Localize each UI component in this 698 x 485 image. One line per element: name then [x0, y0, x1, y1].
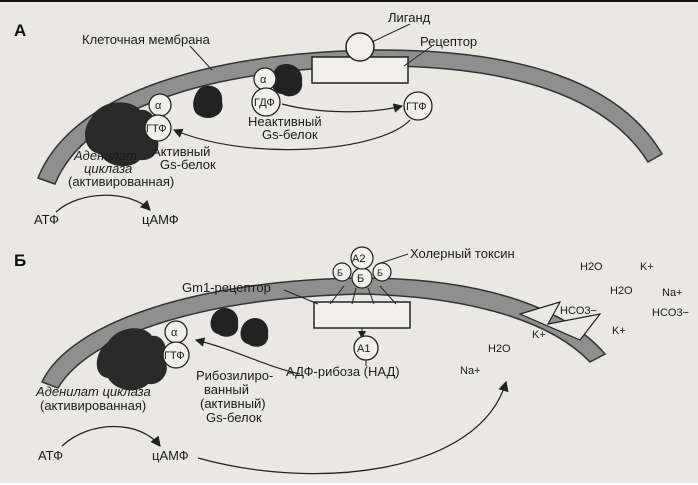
alpha-right-text: α — [260, 74, 267, 86]
h2o-3: H2O — [488, 343, 511, 355]
na-1: Na+ — [662, 287, 683, 299]
receptor-label-a: Рецептор — [420, 34, 477, 49]
arrow-gdp-gtp — [282, 104, 402, 112]
gm1-receptor-block — [314, 302, 410, 328]
toxin-b-sub-2: Б — [377, 268, 383, 278]
ribosylated-label-1: Рибозилиро- — [196, 368, 273, 383]
gtp-b-text: ГТФ — [164, 350, 185, 362]
k-3: K+ — [612, 325, 626, 337]
active-label-2: Gs-белок — [160, 157, 216, 172]
ligand — [346, 33, 374, 61]
hco3-1: HCO3− — [560, 305, 597, 317]
panel-a: А Лиганд Рецептор Клеточная мембрана α Г… — [14, 10, 662, 227]
ribosylated-label-2: ванный — [204, 382, 249, 397]
arrow-atp-camp-a — [56, 195, 150, 212]
beta-gamma-subunit-b — [211, 308, 239, 337]
toxin-b-sub-1: Б — [337, 268, 343, 278]
adenylate-label-3: (активированная) — [68, 174, 174, 189]
toxin-a2: A2 — [352, 253, 365, 265]
beta-gamma-subunit-b2 — [241, 318, 269, 347]
gtp-right-text: ГТФ — [406, 101, 427, 113]
beta-gamma-subunit-a — [193, 86, 222, 118]
k-2: K+ — [532, 329, 546, 341]
camp-label-b: цАМФ — [152, 448, 189, 463]
ribosylated-label-4: Gs-белок — [206, 410, 262, 425]
toxin-b-sub-3: Б — [357, 273, 364, 285]
atp-label-b: АТФ — [38, 448, 63, 463]
panel-a-letter: А — [14, 21, 26, 40]
alpha-left-text: α — [155, 100, 162, 112]
adenylate-b-label-1: Аденилат циклаза — [35, 384, 151, 399]
a1-label: A1 — [357, 343, 370, 355]
panel-b-letter: Б — [14, 251, 26, 270]
alpha-b-text: α — [171, 327, 178, 339]
h2o-2: H2O — [610, 285, 633, 297]
camp-label-a: цАМФ — [142, 212, 179, 227]
hco3-2: HCO3− — [652, 307, 689, 319]
gtp-left-text: ГТФ — [146, 123, 167, 135]
h2o-1: H2O — [580, 261, 603, 273]
panel-b: Б Б Б Б A2 Холерный токсин Gm1-рецептор — [14, 246, 689, 474]
gm1-receptor-label: Gm1-рецептор — [182, 280, 271, 295]
membrane-label: Клеточная мембрана — [82, 32, 211, 47]
atp-label-a: АТФ — [34, 212, 59, 227]
adp-ribose-label: АДФ-рибоза (НАД) — [286, 364, 400, 379]
ligand-label: Лиганд — [388, 10, 431, 25]
cholera-toxin-label: Холерный токсин — [410, 246, 515, 261]
arrow-atp-camp-b — [62, 427, 160, 447]
ribosylated-label-3: (активный) — [200, 396, 266, 411]
inactive-label-2: Gs-белок — [262, 127, 318, 142]
gdp-text: ГДФ — [254, 97, 275, 109]
adenylate-b-label-2: (активированная) — [40, 398, 146, 413]
na-2: Na+ — [460, 365, 481, 377]
k-1: K+ — [640, 261, 654, 273]
